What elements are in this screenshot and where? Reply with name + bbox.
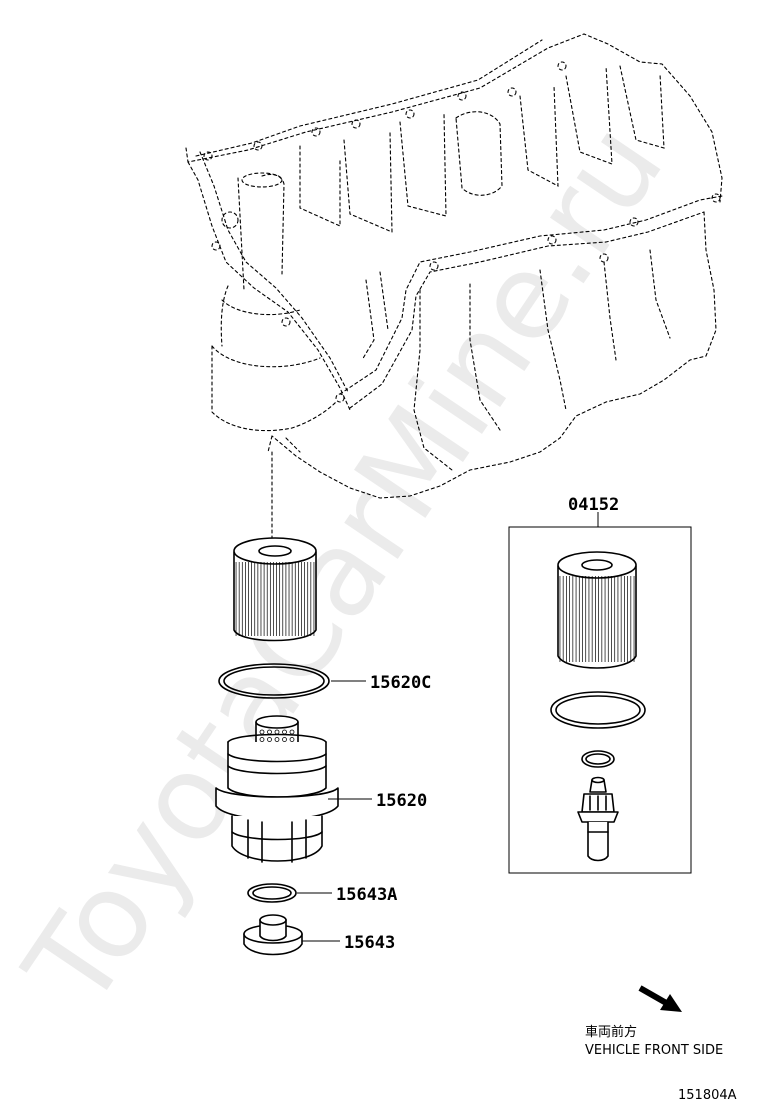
perforation-hole — [282, 737, 287, 742]
direction-label-jp: 車両前方 — [585, 1024, 637, 1040]
perforation-hole — [289, 737, 295, 742]
filter-cap-15620 — [215, 715, 339, 863]
part-label-15620: 15620 — [376, 791, 427, 811]
perforation-hole — [259, 737, 265, 742]
kit-box-04152 — [508, 526, 692, 874]
gasket-15643a — [247, 883, 297, 903]
perforation-hole — [274, 737, 280, 742]
perforation-hole — [267, 737, 272, 742]
figure-id: 151804A — [678, 1088, 737, 1103]
engine-block — [185, 33, 723, 499]
gasket-15620c — [218, 663, 330, 699]
leader-lines — [297, 512, 599, 942]
drain-plug-15643 — [243, 914, 303, 956]
filter-pleats — [235, 562, 315, 636]
part-label-15620c: 15620C — [370, 673, 431, 693]
perforation-hole — [259, 729, 265, 735]
part-label-04152: 04152 — [568, 495, 619, 515]
oil-filter-element — [233, 537, 317, 642]
kit-filter-pleats — [559, 576, 635, 662]
part-label-15643: 15643 — [344, 933, 395, 953]
part-label-15643a: 15643A — [336, 885, 397, 905]
vehicle-front-arrow-icon — [638, 985, 682, 1012]
perforation-hole — [289, 729, 295, 735]
direction-label-en: VEHICLE FRONT SIDE — [585, 1043, 723, 1058]
